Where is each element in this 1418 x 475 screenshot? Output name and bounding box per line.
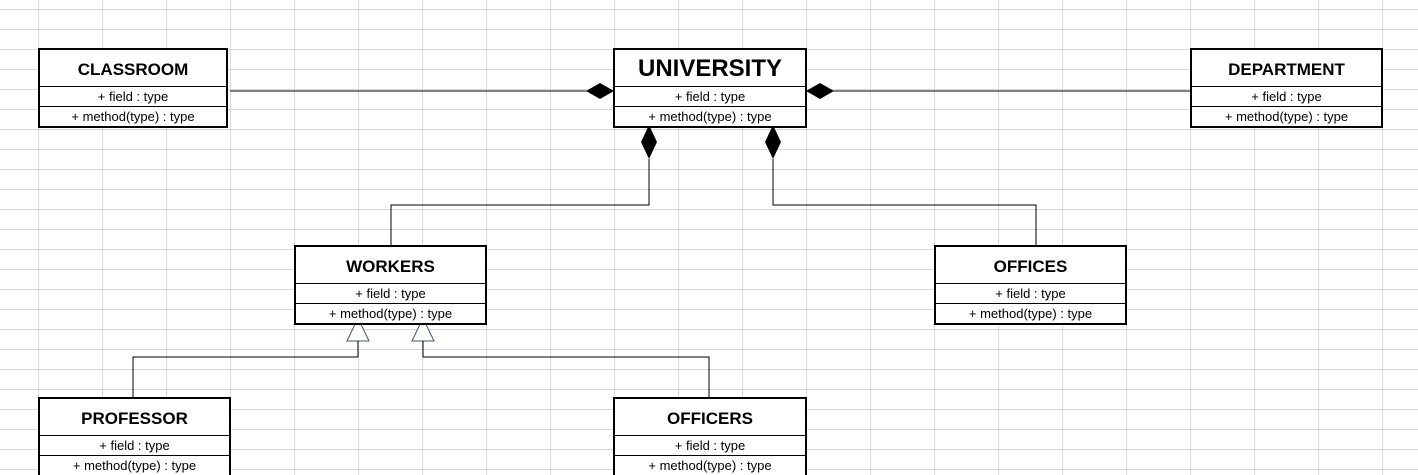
class-method: + method(type) : type — [1224, 109, 1349, 124]
class-field: + field : type — [296, 284, 485, 304]
class-name: OFFICES — [936, 247, 1125, 284]
class-method: + method(type) : type — [648, 109, 772, 124]
class-offices[interactable]: OFFICES + field : type + method(type) : … — [934, 245, 1127, 325]
class-method: + method(type) : type — [71, 109, 195, 124]
class-field: + field : type — [615, 87, 805, 107]
composition-diamond-department — [806, 83, 834, 99]
composition-diamond-workers — [641, 125, 657, 159]
class-method: + method(type) : type — [968, 306, 1093, 321]
class-name: WORKERS — [296, 247, 485, 284]
class-university[interactable]: UNIVERSITY + field : type + method(type)… — [613, 48, 807, 128]
class-name: OFFICERS — [615, 399, 805, 436]
workers-university-line — [390, 159, 650, 246]
composition-diamond-offices — [765, 125, 781, 159]
class-name: CLASSROOM — [40, 50, 226, 87]
class-method: + method(type) : type — [72, 458, 197, 473]
class-officers[interactable]: OFFICERS + field : type + method(type) :… — [613, 397, 807, 475]
class-field: + field : type — [936, 284, 1125, 304]
composition-diamond-classroom — [586, 83, 614, 99]
offices-university-line — [772, 159, 1037, 246]
class-department[interactable]: DEPARTMENT + field : type + method(type)… — [1190, 48, 1383, 128]
class-name: UNIVERSITY — [615, 50, 805, 87]
class-professor[interactable]: PROFESSOR + field : type + method(type) … — [38, 397, 231, 475]
class-classroom[interactable]: CLASSROOM + field : type + method(type) … — [38, 48, 228, 128]
professor-workers-line — [132, 341, 359, 398]
class-field: + field : type — [615, 436, 805, 456]
class-method: + method(type) : type — [648, 458, 772, 473]
class-name: PROFESSOR — [40, 399, 229, 436]
class-method: + method(type) : type — [328, 306, 453, 321]
class-field: + field : type — [1192, 87, 1381, 107]
officers-workers-line — [422, 341, 710, 398]
class-field: + field : type — [40, 436, 229, 456]
class-name: DEPARTMENT — [1192, 50, 1381, 87]
class-field: + field : type — [40, 87, 226, 107]
class-workers[interactable]: WORKERS + field : type + method(type) : … — [294, 245, 487, 325]
